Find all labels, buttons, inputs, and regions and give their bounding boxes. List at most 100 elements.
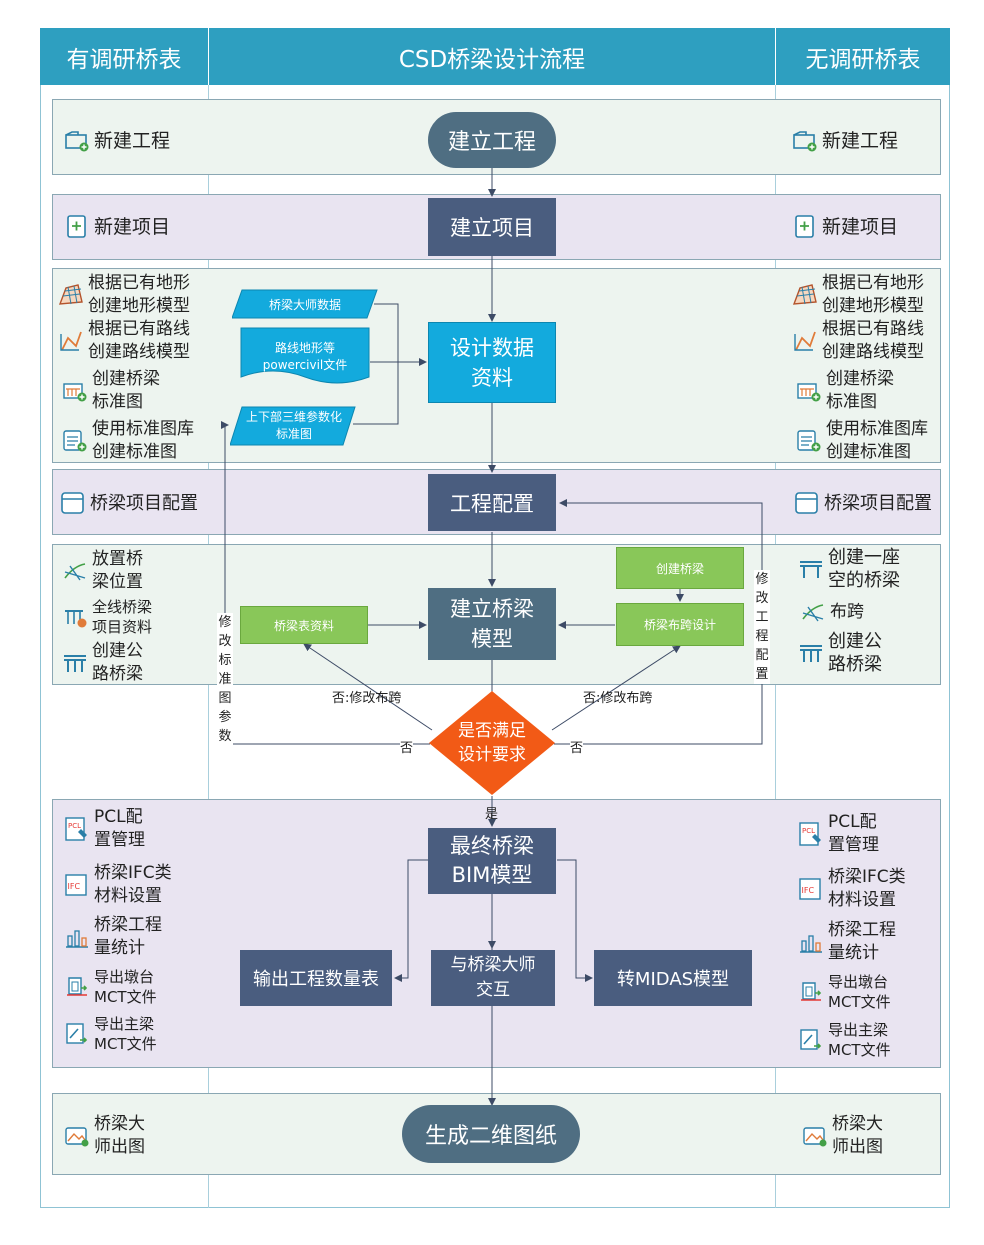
right-girder[interactable]: 导出主梁 MCT文件	[798, 1020, 891, 1060]
left-new-item[interactable]: 新建项目	[64, 214, 170, 240]
left-bridge-std-label: 创建桥梁 标准图	[92, 369, 160, 412]
highway-bridge-icon	[798, 556, 824, 582]
left-pier-label: 导出墩台 MCT文件	[94, 968, 157, 1006]
label-modify-cfg: 修改工程配置	[754, 570, 770, 684]
left-girder-label: 导出主梁 MCT文件	[94, 1015, 157, 1053]
node-build-project: 建立工程	[428, 112, 556, 168]
left-route[interactable]: 根据已有路线 创建路线模型	[58, 318, 190, 364]
left-std-lib[interactable]: 使用标准图库 创建标准图	[62, 418, 194, 464]
left-full-line[interactable]: 全线桥梁 项目资料	[62, 597, 152, 637]
right-qty[interactable]: 桥梁工程 量统计	[798, 919, 896, 965]
input-master-data-label: 桥梁大师数据	[268, 297, 341, 312]
header-left: 有调研桥表	[40, 28, 208, 85]
header-divider-2	[775, 28, 776, 85]
right-terrain[interactable]: 根据已有地形 创建地形模型	[792, 272, 924, 318]
left-std-lib-label: 使用标准图库 创建标准图	[92, 419, 194, 462]
terrain-icon	[58, 282, 84, 308]
left-pcl[interactable]: PCL PCL配 置管理	[64, 806, 145, 852]
header-divider-1	[208, 28, 209, 85]
input-route-file-shape	[240, 327, 370, 384]
left-place-label: 放置桥 梁位置	[92, 549, 143, 592]
left-drawing-label: 桥梁大 师出图	[94, 1114, 145, 1157]
label-no-span-right: 否:修改布跨	[583, 691, 653, 706]
terrain-icon	[792, 282, 818, 308]
library-icon	[62, 428, 88, 454]
bridge-drawing-icon	[62, 378, 88, 404]
node-decision-shape	[429, 691, 555, 795]
left-qty[interactable]: 桥梁工程 量统计	[64, 914, 162, 960]
right-ifc-label: 桥梁IFC类 材料设置	[828, 867, 906, 910]
right-pier[interactable]: 导出墩台 MCT文件	[798, 972, 891, 1012]
header-center: CSD桥梁设计流程	[209, 28, 775, 85]
right-empty-bridge[interactable]: 创建一座 空的桥梁	[798, 546, 900, 592]
right-pcl[interactable]: PCL PCL配 置管理	[798, 811, 879, 857]
right-highway-label: 创建公 路桥梁	[828, 631, 882, 675]
right-highway[interactable]: 创建公 路桥梁	[798, 630, 882, 676]
pier-export-icon	[798, 979, 824, 1005]
right-span[interactable]: 布跨	[800, 599, 864, 625]
config-window-icon	[60, 490, 86, 516]
left-ifc[interactable]: IFC 桥梁IFC类 材料设置	[64, 862, 172, 908]
right-bridge-std[interactable]: 创建桥梁 标准图	[796, 368, 894, 414]
left-route-label: 根据已有路线 创建路线模型	[88, 319, 190, 362]
header-right: 无调研桥表	[776, 28, 950, 85]
ifc-icon: IFC	[798, 876, 824, 902]
right-std-lib[interactable]: 使用标准图库 创建标准图	[796, 418, 928, 464]
bar-chart-icon	[798, 929, 824, 955]
node-interact: 与桥梁大师 交互	[431, 950, 555, 1006]
label-yes: 是	[485, 807, 499, 822]
right-span-label: 布跨	[830, 601, 864, 622]
right-empty-bridge-label: 创建一座 空的桥梁	[828, 547, 900, 591]
left-highway-label: 创建公 路桥梁	[92, 641, 143, 684]
folder-add-icon	[64, 128, 90, 154]
left-place[interactable]: 放置桥 梁位置	[62, 548, 143, 594]
route-icon	[58, 328, 84, 354]
left-highway[interactable]: 创建公 路桥梁	[62, 640, 143, 686]
right-qty-label: 桥梁工程 量统计	[828, 920, 896, 963]
left-terrain[interactable]: 根据已有地形 创建地形模型	[58, 272, 190, 318]
left-full-line-label: 全线桥梁 项目资料	[92, 598, 153, 636]
span-icon	[800, 599, 826, 625]
pier-export-icon	[64, 974, 90, 1000]
node-create-bridge: 创建桥梁	[616, 547, 744, 589]
node-gen-2d: 生成二维图纸	[402, 1105, 580, 1163]
right-ifc[interactable]: IFC 桥梁IFC类 材料设置	[798, 866, 906, 912]
label-modify-std: 修改标准图参数	[217, 613, 233, 746]
right-girder-label: 导出主梁 MCT文件	[828, 1021, 891, 1059]
node-span-design: 桥梁布跨设计	[616, 603, 744, 646]
right-new-item[interactable]: 新建项目	[792, 214, 898, 240]
image-export-icon	[802, 1123, 828, 1149]
right-drawing[interactable]: 桥梁大 师出图	[802, 1113, 883, 1159]
pcl-config-icon: PCL	[64, 816, 90, 842]
input-param-std-label: 上下部三维参数化 标准图	[245, 410, 342, 441]
left-bridge-std[interactable]: 创建桥梁 标准图	[62, 368, 160, 414]
node-build-model: 建立桥梁 模型	[428, 588, 556, 660]
route-icon	[792, 328, 818, 354]
label-no-span-left: 否:修改布跨	[332, 691, 402, 706]
left-drawing[interactable]: 桥梁大 师出图	[64, 1113, 145, 1159]
file-add-icon	[64, 214, 90, 240]
right-route[interactable]: 根据已有路线 创建路线模型	[792, 318, 924, 364]
node-final-bim: 最终桥梁 BIM模型	[428, 828, 556, 894]
right-route-label: 根据已有路线 创建路线模型	[822, 319, 924, 362]
left-girder[interactable]: 导出主梁 MCT文件	[64, 1014, 157, 1054]
node-midas: 转MIDAS模型	[594, 950, 752, 1006]
left-new-project[interactable]: 新建工程	[64, 128, 170, 154]
node-eng-config: 工程配置	[428, 474, 556, 531]
left-pier[interactable]: 导出墩台 MCT文件	[64, 967, 157, 1007]
library-icon	[796, 428, 822, 454]
left-new-item-label: 新建项目	[94, 215, 171, 238]
image-export-icon	[64, 1123, 90, 1149]
config-window-icon	[794, 490, 820, 516]
label-no-left: 否	[400, 737, 414, 756]
node-output-qty: 输出工程数量表	[240, 950, 392, 1006]
right-terrain-label: 根据已有地形 创建地形模型	[822, 273, 924, 316]
right-config[interactable]: 桥梁项目配置	[794, 490, 932, 516]
bridge-drawing-icon	[796, 378, 822, 404]
right-new-project[interactable]: 新建工程	[792, 128, 898, 154]
girder-export-icon	[798, 1027, 824, 1053]
left-new-project-label: 新建工程	[94, 129, 171, 152]
left-config[interactable]: 桥梁项目配置	[60, 490, 198, 516]
highway-bridge-icon	[798, 640, 824, 666]
folder-add-icon	[792, 128, 818, 154]
